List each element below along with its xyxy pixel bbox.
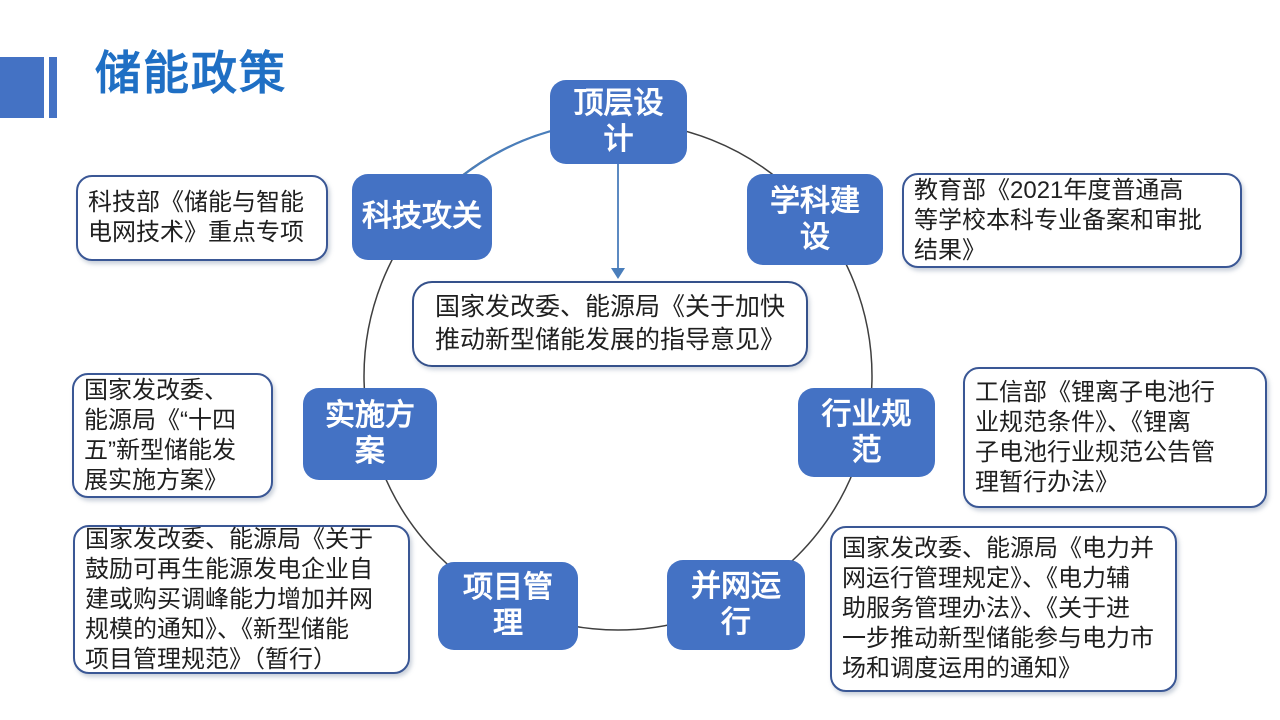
callout-industry-standards-policy: 工信部《锂离子电池行 业规范条件》、《锂离 子电池行业规范公告管 理暂行办法》 (963, 367, 1267, 508)
callout-discipline-policy: 教育部《2021年度普通高 等学校本科专业备案和审批 结果》 (902, 173, 1242, 268)
connector-arrowhead-icon (611, 268, 625, 279)
node-top-level-design: 顶层设 计 (550, 80, 687, 164)
node-implementation-plan: 实施方 案 (303, 388, 437, 480)
callout-implementation-policy: 国家发改委、 能源局《“十四 五”新型储能发 展实施方案》 (72, 373, 273, 498)
title-accent-square (0, 57, 44, 118)
center-policy-box: 国家发改委、能源局《关于加快 推动新型储能发展的指导意见》 (412, 281, 808, 367)
page-title: 储能政策 (95, 47, 287, 99)
title-accent-bar (49, 57, 57, 118)
callout-grid-operation-policy: 国家发改委、能源局《电力并 网运行管理规定》、《电力辅 助服务管理办法》、《关于… (830, 526, 1177, 692)
node-discipline-construction: 学科建 设 (747, 174, 883, 265)
node-industry-standards: 行业规 范 (798, 388, 935, 477)
node-tech-research: 科技攻关 (352, 174, 492, 260)
node-project-management: 项目管 理 (438, 562, 578, 650)
node-grid-operation: 并网运 行 (667, 560, 805, 650)
callout-tech-research-policy: 科技部《储能与智能 电网技术》重点专项 (76, 175, 328, 261)
callout-project-management-policy: 国家发改委、能源局《关于 鼓励可再生能源发电企业自 建或购买调峰能力增加并网 规… (73, 525, 410, 674)
